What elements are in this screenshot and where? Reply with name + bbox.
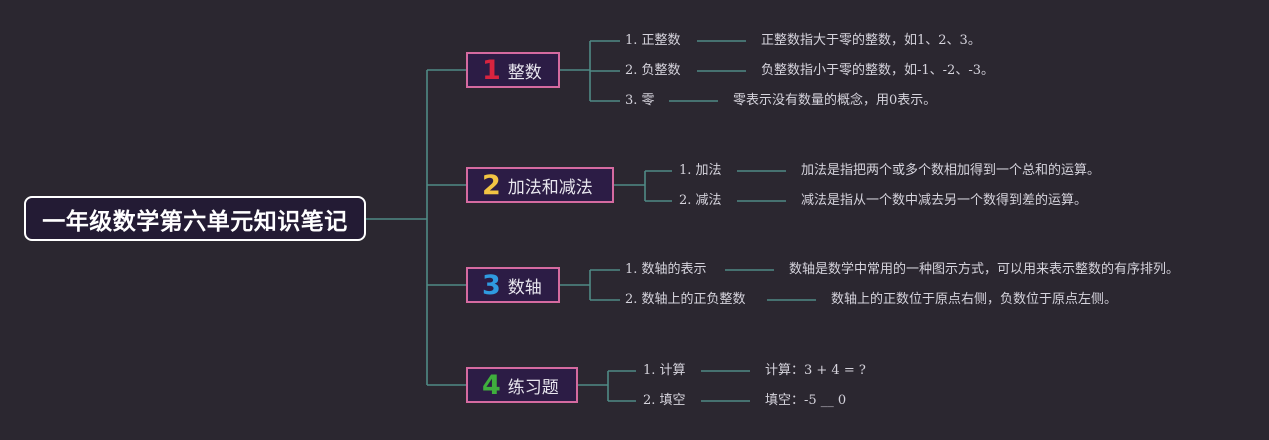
branch-integers[interactable]: 1 整数 bbox=[466, 52, 560, 88]
branch-number: 1 bbox=[482, 54, 501, 86]
desc-fill-blank: 填空：-5 __ 0 bbox=[765, 393, 847, 408]
branch-label: 数轴 bbox=[507, 277, 542, 298]
leaf-calculation[interactable]: 1. 计算 bbox=[643, 363, 686, 378]
leaf-number-line-representation[interactable]: 1. 数轴的表示 bbox=[625, 262, 707, 277]
leaf-addition[interactable]: 1. 加法 bbox=[679, 163, 722, 178]
root-node[interactable]: 一年级数学第六单元知识笔记 bbox=[24, 196, 366, 241]
leaf-positive-integer[interactable]: 1. 正整数 bbox=[625, 33, 681, 48]
leaf-subtraction[interactable]: 2. 减法 bbox=[679, 193, 722, 208]
leaf-zero[interactable]: 3. 零 bbox=[625, 93, 655, 108]
branch-addition-subtraction[interactable]: 2 加法和减法 bbox=[466, 167, 614, 203]
branch-label: 整数 bbox=[507, 62, 542, 83]
leaf-positive-negative-on-line[interactable]: 2. 数轴上的正负整数 bbox=[625, 292, 746, 307]
desc-positive-integer: 正整数指大于零的整数，如1、2、3。 bbox=[761, 33, 981, 48]
desc-negative-integer: 负整数指小于零的整数，如-1、-2、-3。 bbox=[761, 63, 994, 78]
branch-number: 2 bbox=[482, 169, 501, 201]
branch-label: 练习题 bbox=[507, 377, 559, 398]
leaf-fill-blank[interactable]: 2. 填空 bbox=[643, 393, 686, 408]
desc-addition: 加法是指把两个或多个数相加得到一个总和的运算。 bbox=[801, 163, 1101, 178]
branch-number: 4 bbox=[482, 369, 501, 401]
desc-positive-negative-on-line: 数轴上的正数位于原点右侧，负数位于原点左侧。 bbox=[831, 292, 1118, 307]
desc-calculation: 计算：3 + 4 = ? bbox=[765, 363, 866, 378]
branch-exercises[interactable]: 4 练习题 bbox=[466, 367, 578, 403]
leaf-negative-integer[interactable]: 2. 负整数 bbox=[625, 63, 681, 78]
desc-number-line-representation: 数轴是数学中常用的一种图示方式，可以用来表示整数的有序排列。 bbox=[789, 262, 1180, 277]
desc-zero: 零表示没有数量的概念，用0表示。 bbox=[733, 93, 937, 108]
branch-number: 3 bbox=[482, 269, 501, 301]
branch-number-line[interactable]: 3 数轴 bbox=[466, 267, 560, 303]
root-title: 一年级数学第六单元知识笔记 bbox=[42, 208, 348, 235]
desc-subtraction: 减法是指从一个数中减去另一个数得到差的运算。 bbox=[801, 193, 1088, 208]
branch-label: 加法和减法 bbox=[507, 177, 593, 198]
